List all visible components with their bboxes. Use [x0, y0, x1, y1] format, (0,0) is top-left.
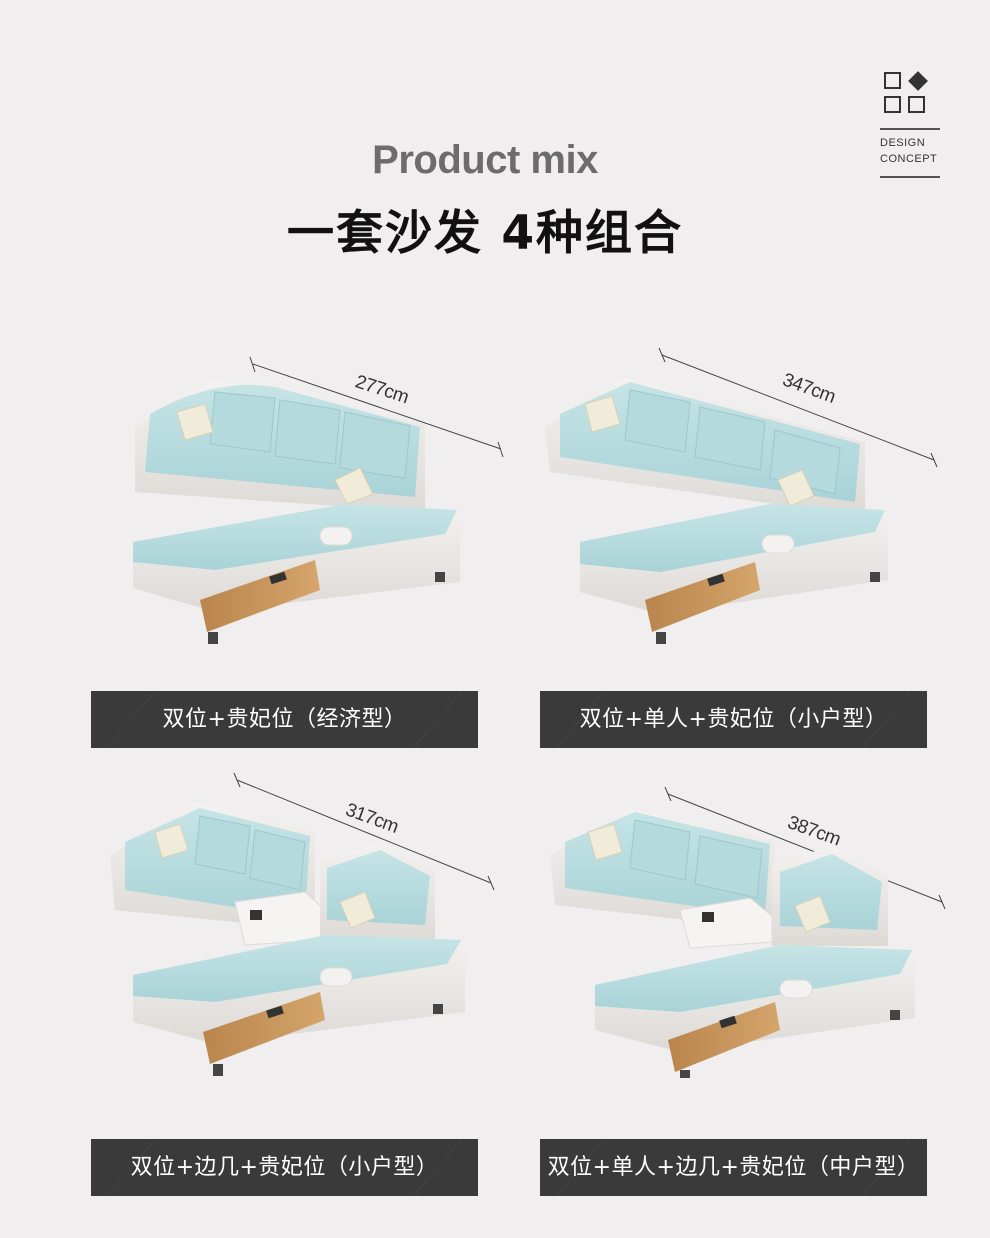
dimension-label-4: 387cm	[785, 812, 843, 850]
dimension-label-2: 347cm	[780, 369, 838, 407]
title-english: Product mix	[372, 138, 598, 182]
logo-divider-bottom	[880, 176, 940, 178]
dimension-label-1: 277cm	[353, 371, 411, 408]
caption-2: 双位+单人+贵妃位（小户型）	[540, 691, 927, 748]
sofa-image-4: 387cm	[550, 786, 946, 1078]
title-chinese: 一套沙发 4种组合	[286, 206, 684, 261]
sofa-image-3: 317cm	[110, 772, 495, 1076]
logo-text-concept: CONCEPT	[880, 153, 938, 165]
sofa-image-2: 347cm	[545, 347, 938, 644]
caption-3: 双位+边几+贵妃位（小户型）	[91, 1139, 478, 1196]
product-card-3: 317cm	[95, 772, 535, 1080]
logo-squares-icon	[884, 71, 932, 116]
dimension-label-3: 317cm	[343, 799, 401, 837]
caption-1: 双位+贵妃位（经济型）	[91, 691, 478, 748]
product-card-2: 347cm	[540, 347, 980, 652]
logo-divider	[880, 128, 940, 130]
sofa-image-1: 277cm	[133, 356, 504, 644]
logo-text-design: DESIGN	[880, 137, 926, 149]
product-card-4: 387cm	[540, 780, 980, 1080]
caption-4: 双位+单人+边几+贵妃位（中户型）	[540, 1139, 927, 1196]
design-concept-logo: DESIGN CONCEPT	[878, 71, 942, 180]
product-card-1: 277cm	[95, 352, 535, 652]
